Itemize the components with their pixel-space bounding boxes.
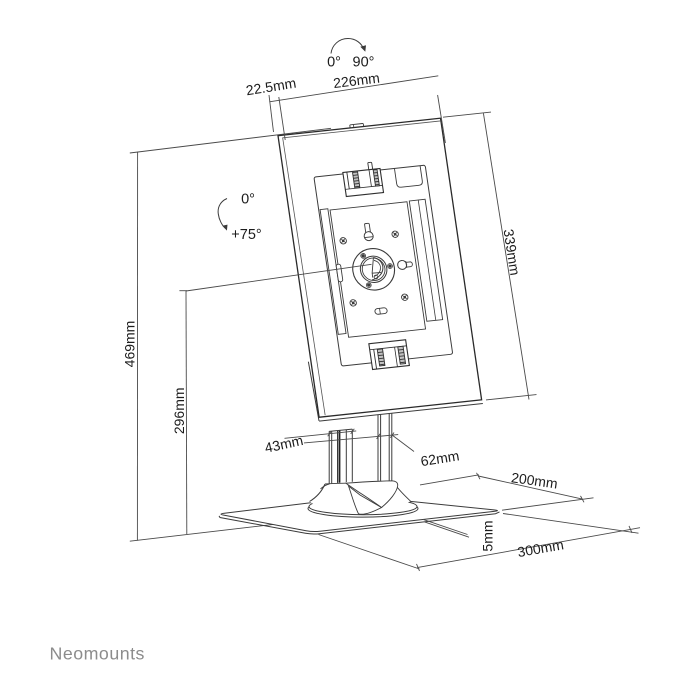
svg-text:90°: 90° [353, 55, 375, 71]
svg-text:43mm: 43mm [263, 432, 304, 456]
svg-text:62mm: 62mm [419, 447, 460, 469]
svg-text:Neomounts: Neomounts [50, 644, 145, 664]
svg-text:469mm: 469mm [122, 321, 138, 368]
svg-text:+75°: +75° [231, 227, 261, 243]
svg-text:22.5mm: 22.5mm [245, 75, 297, 99]
svg-text:0°: 0° [327, 55, 341, 71]
svg-text:0°: 0° [241, 192, 255, 208]
svg-text:200mm: 200mm [510, 469, 558, 491]
svg-text:300mm: 300mm [516, 536, 565, 560]
svg-text:226mm: 226mm [332, 70, 380, 92]
svg-text:339mm: 339mm [501, 228, 524, 277]
svg-text:5mm: 5mm [480, 520, 496, 551]
svg-text:296mm: 296mm [171, 387, 187, 434]
